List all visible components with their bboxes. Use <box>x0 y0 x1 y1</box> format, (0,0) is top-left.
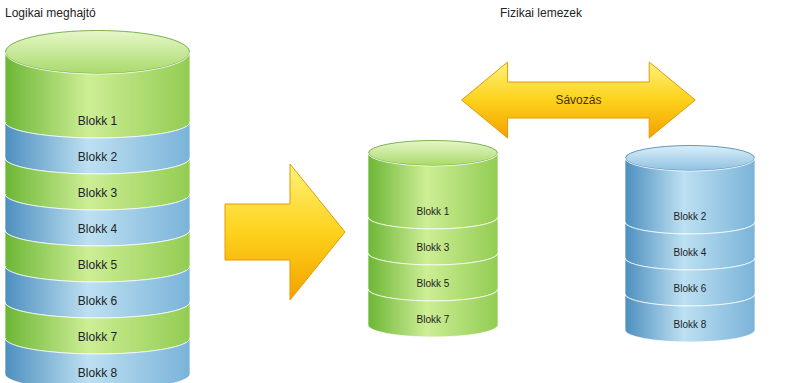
disk-band-shape <box>5 302 190 355</box>
disk-band-shape <box>368 217 498 266</box>
block-label: Blokk 6 <box>78 294 117 308</box>
disk-block: Blokk 6 <box>625 258 755 306</box>
disk-band <box>5 52 190 138</box>
double-arrow <box>462 62 696 138</box>
disk-band <box>368 217 498 265</box>
block-label: Blokk 3 <box>78 186 117 200</box>
disk-block: Blokk 4 <box>5 194 190 246</box>
disk-cylinder: Blokk 2 Blokk 4 Blokk 6 Blokk 8 <box>625 145 755 360</box>
arrow-label: Sávozás <box>555 93 601 107</box>
cylinder-lid <box>6 31 190 74</box>
disk-band <box>368 289 498 337</box>
disk-band-shape <box>368 253 498 302</box>
block-label: Blokk 2 <box>674 210 707 224</box>
cylinder-lid <box>626 146 755 171</box>
disk-block: Blokk 6 <box>5 266 190 318</box>
disk-band <box>5 266 190 318</box>
disk-band-shape <box>625 294 755 343</box>
disk-band <box>625 222 755 270</box>
disk-band-shape <box>625 158 755 235</box>
disk-band <box>5 194 190 246</box>
disk-band <box>5 302 190 354</box>
block-label: Blokk 7 <box>417 313 450 327</box>
disk-band-shape <box>625 258 755 307</box>
drive-heading: Logikai meghajtó <box>5 6 96 20</box>
disk-band <box>368 253 498 301</box>
disk-band-shape <box>5 266 190 319</box>
disk-block: Blokk 8 <box>5 338 190 383</box>
disk-cylinder: Logikai meghajtóBlokk 1Blokk 2Blokk 3Blo… <box>5 30 190 383</box>
block-label: Blokk 8 <box>78 366 117 380</box>
disk-band <box>5 338 190 383</box>
disk-band-shape <box>625 222 755 271</box>
disk-block: Blokk 2 <box>5 122 190 174</box>
block-label: Blokk 6 <box>674 282 707 296</box>
disk-block: Blokk 3 <box>5 158 190 210</box>
disk-block: Blokk 7 <box>368 289 498 337</box>
disk-band-shape <box>368 153 498 230</box>
disk-band <box>625 294 755 342</box>
cylinder-lid <box>369 141 498 166</box>
block-label: Blokk 5 <box>417 277 450 291</box>
disk-block: Blokk 7 <box>5 302 190 354</box>
disk-block: Blokk 5 <box>368 253 498 301</box>
block-label: Blokk 4 <box>674 246 707 260</box>
block-label: Blokk 4 <box>78 222 117 236</box>
disk-block: Blokk 5 <box>5 230 190 282</box>
disk-band <box>5 122 190 174</box>
disk-band <box>5 230 190 282</box>
disk-block: Blokk 8 <box>625 294 755 342</box>
block-label: Blokk 2 <box>78 150 117 164</box>
disk-band <box>368 153 498 229</box>
block-label: Blokk 1 <box>417 205 450 219</box>
disk-band <box>625 258 755 306</box>
disk-block: Blokk 1 <box>368 153 498 229</box>
block-label: Blokk 5 <box>78 258 117 272</box>
block-label: Blokk 1 <box>78 114 117 128</box>
disk-band-shape <box>5 230 190 283</box>
disk-band <box>5 158 190 210</box>
block-label: Blokk 3 <box>417 241 450 255</box>
disk-band-shape <box>368 289 498 338</box>
disk-block: Blokk 4 <box>625 222 755 270</box>
disk-band-shape <box>5 122 190 175</box>
disk-band <box>625 158 755 234</box>
disk-cylinder: Blokk 1 Blokk 3 Blokk 5 Blokk 7 <box>368 140 498 355</box>
disk-band-shape <box>5 194 190 247</box>
disk-band-shape <box>5 158 190 211</box>
block-arrow <box>225 164 345 300</box>
disk-block: Blokk 3 <box>368 217 498 265</box>
block-label: Blokk 8 <box>674 318 707 332</box>
disk-block: Blokk 2 <box>625 158 755 234</box>
block-label: Blokk 7 <box>78 330 117 344</box>
disk-block: Blokk 1 <box>5 52 190 138</box>
group-heading: Fizikai lemezek <box>500 6 582 20</box>
